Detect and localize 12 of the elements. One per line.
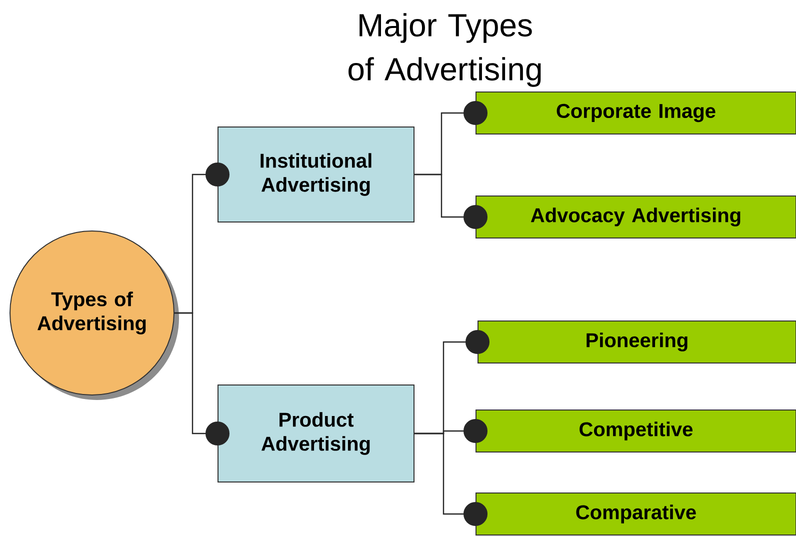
connector <box>414 174 488 229</box>
title: Major Types of Advertising <box>348 13 541 87</box>
connector <box>174 312 230 446</box>
category-bar: Corporate Image <box>476 92 796 134</box>
category-bar: Competitive <box>476 410 796 452</box>
circle-node: Types of Advertising <box>10 230 179 400</box>
process-box: Product Advertising <box>218 384 414 482</box>
process-box: Institutional Advertising <box>218 126 414 222</box>
connector <box>414 432 488 526</box>
category-bar: Advocacy Advertising <box>476 196 796 238</box>
category-bar: Pioneering <box>478 320 796 364</box>
category-bar: Comparative <box>476 492 796 536</box>
